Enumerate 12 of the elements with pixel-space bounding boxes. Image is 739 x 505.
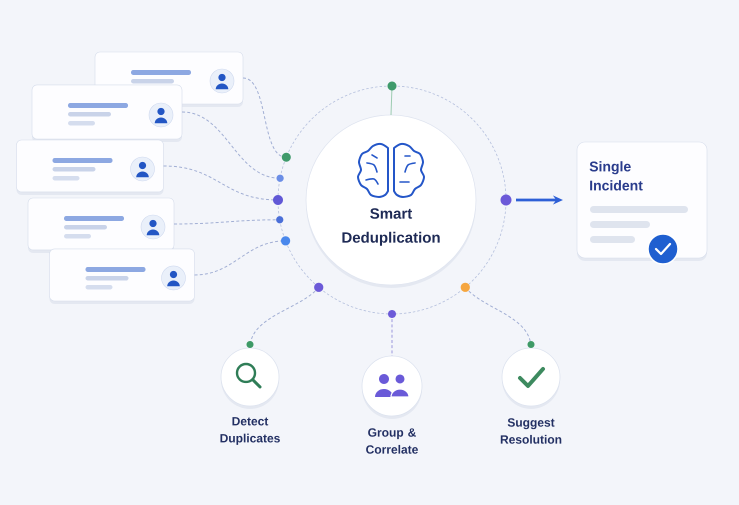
connector-line [163, 165, 283, 205]
feature-label: Group & Correlate [366, 428, 418, 454]
connector-line [388, 82, 396, 116]
connector-line [388, 310, 396, 356]
connector-line [182, 112, 284, 182]
feature-label: Suggest Resolution [500, 418, 562, 444]
connector-line [246, 282, 324, 348]
feature-label: Detect Duplicates [220, 417, 280, 445]
connector-line [194, 236, 290, 276]
connector-line [460, 282, 534, 348]
connector-line [174, 216, 284, 224]
connector-line [242, 78, 291, 162]
